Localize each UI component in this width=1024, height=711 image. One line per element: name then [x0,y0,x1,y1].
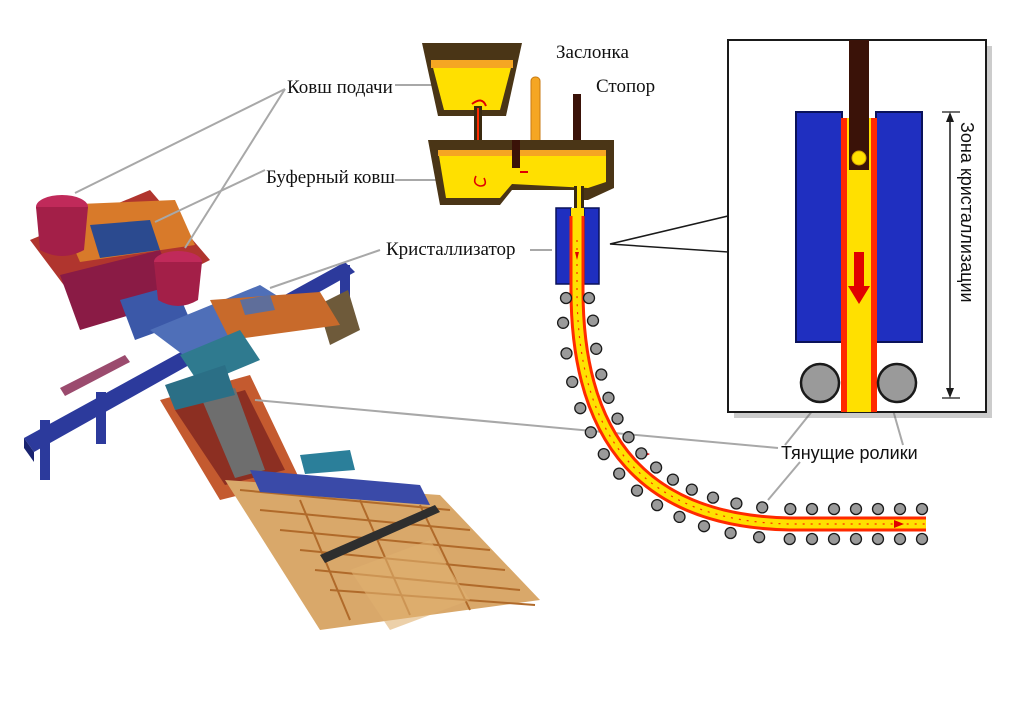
damper-label: Заслонка [556,42,629,63]
strand-roller [556,316,570,329]
strand-roller [805,532,819,546]
strand-roller [584,426,597,439]
casting-machine-illustration [24,190,540,630]
strand-roller [871,532,885,546]
strand-roller [756,501,769,514]
strand-roller [635,447,648,460]
strand-roller [559,291,573,305]
strand-roller [784,502,797,516]
strand-roller [706,491,720,504]
inset-stopper [849,40,869,170]
inset-roller-right [876,362,918,404]
strand-roller [915,532,929,546]
inset-mold-right [875,111,923,343]
strand-roller [622,431,635,444]
strand-roller [752,531,766,544]
strand-roller [611,412,624,425]
strand-roller [613,467,626,480]
tundish-label: Буферный ковш [266,167,395,188]
pinch-rolls-label: Тянущие ролики [781,443,918,463]
strand-roller [649,461,663,474]
strand-rollers [556,291,929,546]
tundish [428,140,614,216]
crystallization-zone-label: Зона кристаллизации [957,122,977,303]
stopper-label: Стопор [596,76,655,97]
strand-roller [650,498,664,512]
strand-roller [673,510,686,524]
strand-roller [915,502,929,516]
inset-flow-arrow [848,252,870,304]
stopper-rod [573,94,581,172]
strand-roller [595,368,608,381]
strand-roller [602,391,615,404]
mold-label: Кристаллизатор [386,239,516,260]
feed-ladle-label: Ковш подачи [287,77,393,98]
strand-roller [590,342,603,355]
strand-roller [730,497,743,510]
inset-callout [609,39,992,418]
inset-mold-left [795,111,843,343]
strand-roller [849,502,863,516]
strand-roller [685,483,698,496]
strand-roller [586,314,600,327]
strand-roller [871,502,885,516]
strand-roller [666,473,680,486]
strand-roller [566,375,579,389]
zone-dimension-arrow [942,111,960,399]
strand-roller [560,347,573,360]
strand-roller [597,447,610,461]
strand-roller [827,532,841,546]
strand-roller [849,532,863,546]
strand-roller [827,502,841,516]
inset-roller-left [799,362,841,404]
strand-roller [630,484,644,497]
strand-roller [724,526,737,540]
strand-roller [574,402,587,415]
strand-roller [805,502,819,516]
strand-roller [783,532,796,546]
leader-lines [74,84,904,501]
strand-roller [893,502,907,516]
strand-roller [582,291,596,305]
strand-roller [893,532,907,546]
strand-roller [697,520,711,533]
steel-strand [569,216,926,532]
